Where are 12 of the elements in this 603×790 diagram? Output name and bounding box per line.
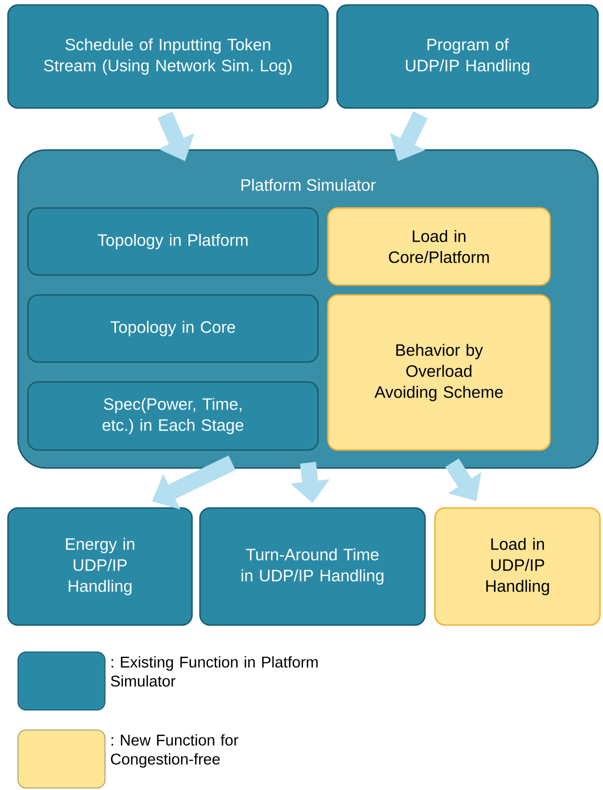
new-function-box: Load in UDP/IP Handling <box>434 507 601 626</box>
new-function-box: Behavior by Overload Avoiding Scheme <box>327 294 551 451</box>
process-box: Topology in Platform <box>27 207 319 276</box>
legend-text: : New Function for Congestion-free <box>110 734 238 768</box>
process-box: Energy in UDP/IP Handling <box>7 507 193 626</box>
new-function-box: Load in Core/Platform <box>327 207 551 286</box>
process-box: Topology in Core <box>27 294 319 363</box>
legend-text: : Existing Function in Platform Simulator <box>110 656 318 687</box>
process-box: Program of UDP/IP Handling <box>336 4 599 109</box>
process-box: Spec(Power, Time, etc.) in Each Stage <box>27 381 319 451</box>
process-box: Schedule of Inputting Token Stream (Using Network Sim. Log) <box>7 4 329 109</box>
process-box: Turn-Around Time in UDP/IP Handling <box>199 507 426 626</box>
